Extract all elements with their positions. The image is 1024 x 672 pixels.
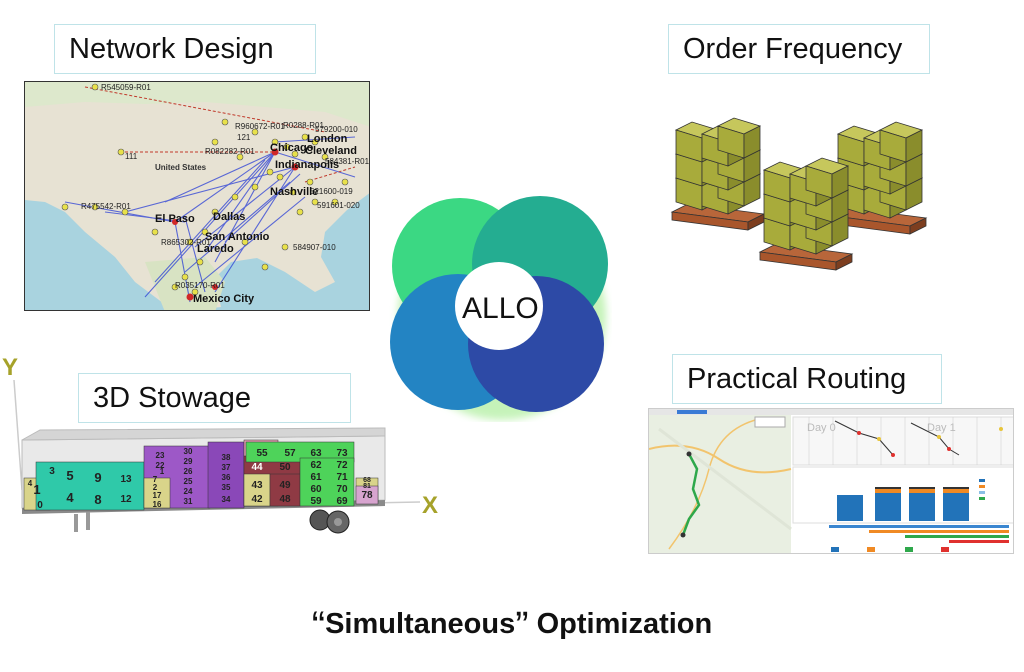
map-city-label: London	[307, 133, 348, 145]
map-city-label: Dallas	[213, 211, 245, 223]
box-number: 81	[363, 483, 371, 490]
day-label: Day 1	[927, 422, 956, 434]
box-number: 70	[336, 484, 348, 495]
box-number: 29	[184, 457, 193, 466]
box-number: 17	[153, 491, 162, 500]
box-number: 60	[310, 484, 322, 495]
allo-logo: ALLO	[386, 196, 612, 422]
x-axis-letter: X	[422, 492, 439, 519]
box-number: 57	[284, 448, 296, 459]
box-number: 42	[251, 494, 263, 505]
map-city-label: San Antonio	[205, 231, 270, 243]
map-country-label: United States	[155, 163, 207, 172]
box-number: 23	[156, 451, 165, 460]
box-number: 1	[33, 482, 40, 497]
routing-title: Practical Routing	[687, 362, 907, 395]
box-number: 48	[279, 494, 291, 505]
box-number: 25	[184, 477, 193, 486]
box-number: 7	[153, 475, 158, 484]
box-number: 63	[310, 448, 322, 459]
stowage-label: 3D Stowage	[78, 373, 351, 423]
map-city-label: Chicago	[270, 142, 314, 154]
box-number: 8	[94, 492, 101, 507]
box-number: 43	[251, 480, 263, 491]
network-design-label: Network Design	[54, 24, 316, 74]
map-city-label: Indianapolis	[275, 159, 339, 171]
box-number: 4	[66, 490, 74, 505]
allo-label: ALLO	[462, 292, 539, 325]
box-number: 72	[336, 460, 348, 471]
footer-text-b: Optimization	[528, 608, 713, 640]
map-code-label: 121	[237, 133, 251, 142]
box-number: 16	[153, 500, 162, 509]
order-frequency-image	[668, 112, 948, 282]
box-number: 35	[222, 483, 231, 492]
map-code-label: R0288-R01	[283, 121, 324, 130]
box-number: 50	[279, 462, 291, 473]
routing-label: Practical Routing	[672, 354, 942, 404]
box-number: 62	[310, 460, 322, 471]
box-number: 34	[222, 495, 231, 504]
network-design-title: Network Design	[69, 32, 274, 65]
map-city-label: Mexico City	[193, 293, 255, 305]
map-code-label: 584381-R01	[325, 157, 370, 166]
map-code-label: 584907-010	[293, 243, 336, 252]
network-map: R545059-R01 R960672-R01 R0288-R01 579200…	[24, 81, 370, 311]
box-number: 44	[251, 462, 263, 473]
box-number: 71	[336, 472, 348, 483]
map-city-label: El Paso	[155, 213, 195, 225]
routing-screenshot: Day 0 Day 1	[648, 408, 1014, 554]
box-number: 13	[120, 474, 132, 485]
map-code-label: R035170-R01	[175, 281, 225, 290]
map-city-label: Cleveland	[305, 145, 357, 157]
map-city-label: Laredo	[197, 243, 234, 255]
box-number: 22	[156, 461, 165, 470]
map-code-label: 591601-020	[317, 201, 360, 210]
map-code-label: R865302-R01	[161, 238, 211, 247]
map-code-label: R082282-R01	[205, 147, 255, 156]
box-number: 49	[279, 480, 291, 491]
box-number: 24	[184, 487, 193, 496]
box-number: 37	[222, 463, 231, 472]
day-label: Day 0	[807, 422, 836, 434]
y-axis-letter: Y	[2, 354, 19, 381]
box-number: 30	[184, 447, 193, 456]
box-number: 69	[336, 496, 348, 507]
box-number: 38	[222, 453, 231, 462]
box-number: 55	[256, 448, 268, 459]
map-code-label: 579200-010	[315, 125, 358, 134]
map-code-label: R545059-R01	[101, 83, 151, 92]
order-frequency-label: Order Frequency	[668, 24, 930, 74]
order-frequency-title: Order Frequency	[683, 32, 903, 65]
footer-caption: “Simultaneous” Optimization	[0, 604, 1024, 649]
box-number: 36	[222, 473, 231, 482]
box-number: 61	[310, 472, 322, 483]
box-number: 2	[153, 483, 158, 492]
box-number: 9	[94, 470, 101, 485]
box-number: 26	[184, 467, 193, 476]
box-number: 78	[361, 490, 373, 501]
box-number: 1	[160, 467, 165, 476]
box-number: 68	[363, 477, 371, 484]
close-quote: ”	[515, 604, 529, 648]
box-number: 3	[49, 466, 55, 477]
map-code-label: 521600-019	[310, 187, 353, 196]
box-number: 73	[336, 448, 348, 459]
map-code-label: R475542-R01	[81, 202, 131, 211]
map-code-label: 111	[125, 152, 138, 161]
open-quote: “	[311, 604, 326, 648]
stowage-image: 1 0 5 4 9 8 13 12 17 16 3 23 22 26 25 24…	[0, 350, 460, 540]
box-number: 4	[28, 479, 33, 488]
box-number: 0	[37, 500, 43, 511]
footer-text-a: Simultaneous	[325, 608, 516, 640]
map-code-label: R960672-R01	[235, 122, 285, 131]
map-city-label: Nashville	[270, 186, 318, 198]
box-number: 59	[310, 496, 322, 507]
box-number: 12	[120, 494, 132, 505]
stowage-title: 3D Stowage	[93, 381, 251, 414]
box-number: 31	[184, 497, 193, 506]
box-number: 5	[66, 468, 73, 483]
